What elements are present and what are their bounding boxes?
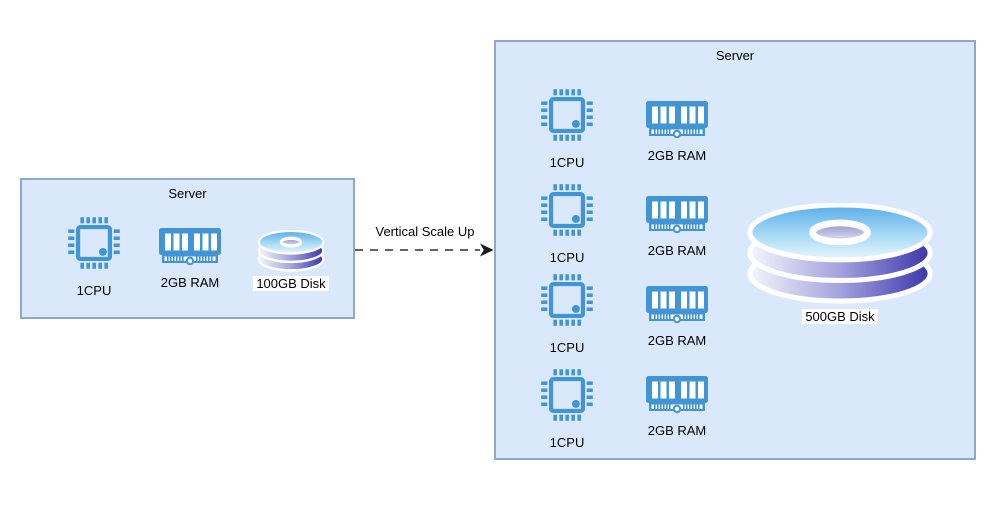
- ram-group: 2GB RAM: [645, 285, 709, 348]
- cpu-label: 1CPU: [549, 340, 585, 355]
- cpu-label: 1CPU: [549, 155, 585, 170]
- disk-group: 500GB Disk: [742, 202, 938, 324]
- arrow-label: Vertical Scale Up: [375, 224, 475, 239]
- cpu-group: 1CPU: [64, 213, 124, 298]
- cpu-label: 1CPU: [549, 435, 585, 450]
- cpu-icon: [537, 365, 597, 425]
- cpu-icon: [537, 180, 597, 240]
- cpu-icon: [537, 85, 597, 145]
- ram-group: 2GB RAM: [645, 375, 709, 438]
- cpu-label: 1CPU: [549, 250, 585, 265]
- ram-label: 2GB RAM: [160, 275, 220, 290]
- ram-label: 2GB RAM: [647, 333, 707, 348]
- cpu-group: 1CPU: [537, 365, 597, 450]
- disk-icon: [256, 229, 326, 272]
- ram-label: 2GB RAM: [647, 423, 707, 438]
- ram-label: 2GB RAM: [647, 243, 707, 258]
- ram-group: 2GB RAM: [645, 100, 709, 163]
- dashed-arrow-icon: [355, 243, 494, 257]
- ram-icon: [645, 100, 709, 142]
- cpu-group: 1CPU: [537, 85, 597, 170]
- ram-icon: [158, 227, 222, 269]
- ram-group: 2GB RAM: [158, 227, 222, 290]
- server-box-large: Server 1CPU 2GB RAM: [494, 40, 976, 460]
- server-box-small: Server 1CPU 2GB RAM: [20, 178, 355, 319]
- server-title: Server: [715, 48, 755, 63]
- ram-group: 2GB RAM: [645, 195, 709, 258]
- ram-icon: [645, 375, 709, 417]
- ram-label: 2GB RAM: [647, 148, 707, 163]
- ram-icon: [645, 285, 709, 327]
- cpu-icon: [537, 270, 597, 330]
- cpu-label: 1CPU: [76, 283, 112, 298]
- ram-icon: [645, 195, 709, 237]
- scale-up-arrow: Vertical Scale Up: [355, 224, 495, 259]
- cpu-group: 1CPU: [537, 180, 597, 265]
- disk-label: 100GB Disk: [253, 276, 329, 291]
- cpu-group: 1CPU: [537, 270, 597, 355]
- cpu-icon: [64, 213, 124, 273]
- disk-icon: [742, 202, 938, 305]
- server-title: Server: [168, 186, 207, 201]
- disk-label: 500GB Disk: [802, 309, 878, 324]
- disk-group: 100GB Disk: [253, 229, 329, 291]
